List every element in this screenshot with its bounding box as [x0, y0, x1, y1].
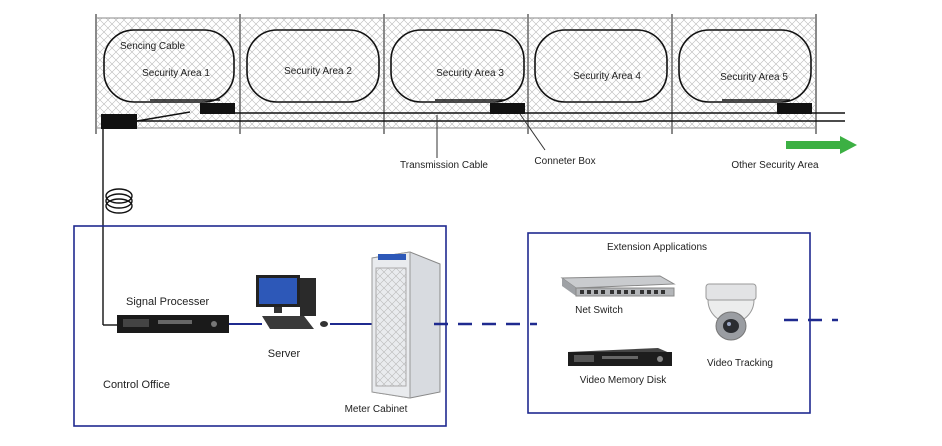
- area-5-label: Security Area 5: [720, 72, 788, 83]
- loop-area-4: [534, 29, 668, 103]
- area-2-label: Security Area 2: [284, 66, 352, 77]
- connector-box-3: [777, 103, 812, 114]
- server-computer: [256, 275, 328, 329]
- control-office-label: Control Office: [103, 379, 170, 391]
- transmission-cable-label: Transmission Cable: [400, 160, 488, 171]
- loop-area-5: [678, 29, 812, 103]
- meter-cabinet-label: Meter Cabinet: [345, 404, 408, 415]
- video-memory-disk-device: [568, 348, 672, 366]
- control-office-box: [73, 225, 447, 427]
- down-cable: [102, 129, 133, 326]
- signal-processor-label: Signal Processer: [126, 296, 209, 308]
- loop-area-2: [246, 29, 380, 103]
- sensing-cable-label: Sencing Cable: [120, 41, 185, 52]
- meter-cabinet-device: [371, 251, 441, 399]
- loop-area-3: [390, 29, 525, 103]
- extension-box: [527, 232, 811, 414]
- connector-box-1: [200, 103, 235, 114]
- sensing-cable-loops: [103, 29, 812, 103]
- area-1-label: Security Area 1: [142, 68, 210, 79]
- server-label: Server: [268, 348, 301, 360]
- green-arrow-icon: [786, 136, 857, 154]
- area-3-label: Security Area 3: [436, 68, 504, 79]
- connector-box-2: [490, 103, 525, 114]
- extension-title: Extension Applications: [607, 242, 707, 253]
- fence: Sencing Cable Security Area 1 Security A…: [95, 14, 857, 171]
- area-4-label: Security Area 4: [573, 71, 641, 82]
- junction-box: [101, 114, 137, 129]
- signal-processor-device: [117, 315, 229, 333]
- loop-area-1: [103, 29, 235, 103]
- fence-posts: [95, 14, 817, 134]
- video-tracking-camera: [705, 283, 757, 341]
- net-switch-label: Net Switch: [575, 305, 623, 316]
- video-memory-disk-label: Video Memory Disk: [580, 375, 668, 386]
- other-security-area-label: Other Security Area: [731, 160, 819, 171]
- connector-box-label: Conneter Box: [534, 156, 595, 167]
- box-pointer: [519, 113, 546, 151]
- video-tracking-label: Video Tracking: [707, 358, 773, 369]
- net-switch-device: [560, 275, 676, 297]
- transmission-cable: [136, 99, 845, 122]
